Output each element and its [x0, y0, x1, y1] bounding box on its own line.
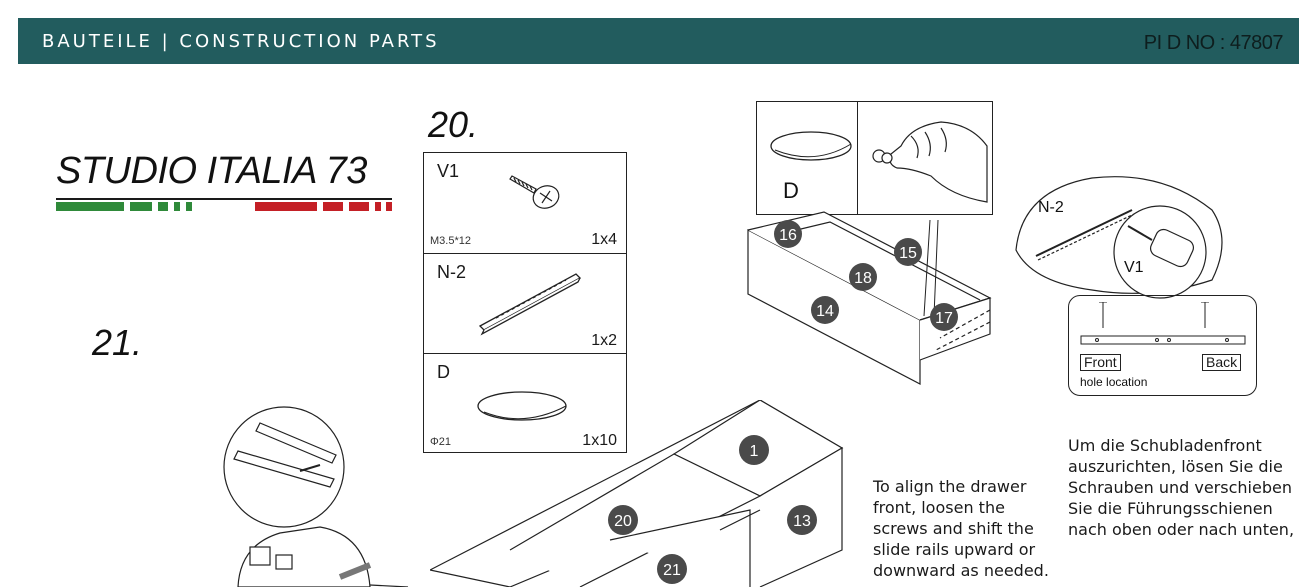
header-title: BAUTEILE | CONSTRUCTION PARTS: [42, 31, 440, 52]
detail-label: D: [783, 178, 799, 203]
part-badge: 21: [657, 554, 687, 584]
product-id-value: 47807: [1229, 32, 1284, 54]
instruction-german: Um die Schubladenfront auszurichten, lös…: [1068, 436, 1295, 539]
part-badge: 18: [849, 263, 877, 291]
screw-label: V1: [1124, 259, 1144, 276]
brand-logo: STUDIO ITALIA 73: [56, 150, 367, 192]
svg-text:14: 14: [816, 303, 834, 320]
cap-detail-box: D: [756, 101, 993, 215]
leader-lines: [923, 220, 939, 317]
svg-text:1: 1: [750, 443, 759, 460]
product-id: PI D NO : 47807: [1143, 32, 1284, 55]
cover-cap-icon: [477, 391, 567, 421]
rail-hole-diagram: [1080, 302, 1246, 345]
part-row-d: D Φ21 1x10: [424, 353, 626, 453]
part-spec: Φ21: [430, 436, 452, 448]
stripe-green-1: [56, 202, 124, 211]
back-label: Back: [1202, 354, 1242, 371]
cover-cap-icon: [770, 131, 852, 161]
stripe-red-4: [375, 202, 381, 211]
stripe-red-5: [386, 202, 392, 211]
stripe-green-4: [174, 202, 180, 211]
part-qty: 1x2: [591, 332, 617, 349]
part-badge: 16: [774, 220, 802, 248]
stripe-red-3: [349, 202, 369, 211]
hole-location-label: hole location: [1080, 375, 1148, 389]
svg-text:21: 21: [663, 562, 681, 579]
detail-divider: [857, 102, 858, 214]
product-id-label: PI D NO :: [1143, 32, 1230, 54]
part-badge: 1: [739, 435, 769, 465]
stripe-green-2: [130, 202, 152, 211]
cabinet-illustration: [430, 400, 844, 587]
slide-detail-callout: [223, 406, 409, 587]
stripe-red-1: [255, 202, 317, 211]
parts-table: V1 M3.5*12 1x4 N-2 1x2 D Φ21: [423, 152, 627, 453]
svg-text:15: 15: [899, 245, 917, 262]
part-row-n2: N-2 1x2: [424, 253, 626, 353]
slide-rail-icon: [478, 273, 582, 336]
hand-press-icon: [872, 121, 988, 203]
part-code: V1: [437, 161, 460, 181]
svg-text:16: 16: [779, 227, 797, 244]
svg-text:13: 13: [793, 513, 811, 530]
part-badge: 13: [787, 505, 817, 535]
step-number-20: 20.: [428, 104, 479, 145]
part-spec: M3.5*12: [430, 235, 471, 247]
part-badge: 17: [930, 303, 958, 331]
rail-callout: [1015, 176, 1223, 299]
svg-text:20: 20: [614, 513, 632, 530]
part-qty: 1x10: [582, 432, 617, 449]
part-code: D: [437, 362, 450, 382]
logo-underline: [56, 198, 392, 200]
part-badge: 14: [811, 296, 839, 324]
instruction-english: To align the drawer front, loosen the sc…: [873, 477, 1049, 580]
part-row-v1: V1 M3.5*12 1x4: [424, 153, 626, 253]
header-bar: BAUTEILE | CONSTRUCTION PARTS PI D NO : …: [18, 18, 1299, 64]
part-badge: 15: [894, 238, 922, 266]
svg-text:17: 17: [935, 310, 953, 327]
svg-text:18: 18: [854, 270, 872, 287]
step-number-21: 21.: [92, 322, 143, 363]
stripe-green-5: [186, 202, 192, 211]
stripe-green-3: [158, 202, 168, 211]
part-qty: 1x4: [591, 231, 617, 248]
hole-location-box: Front Back hole location: [1068, 295, 1257, 396]
part-code: N-2: [437, 262, 467, 282]
front-label: Front: [1080, 354, 1121, 371]
screw-icon: [509, 175, 560, 209]
part-badge: 20: [608, 505, 638, 535]
rail-label: N-2: [1038, 199, 1064, 216]
stripe-red-2: [323, 202, 343, 211]
